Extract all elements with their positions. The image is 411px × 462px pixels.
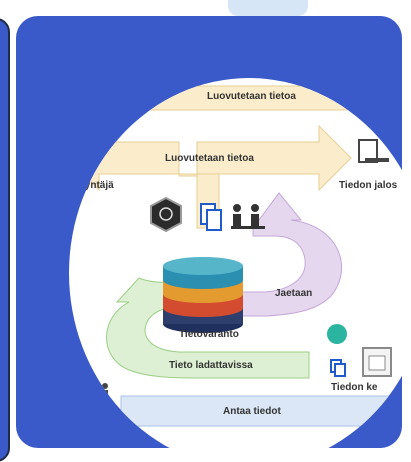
download-label: Tieto ladattavissa [169,360,253,371]
people-desk-icon [231,204,265,229]
diagram-circle: Luovutetaan tietoa Luovutetaan tietoa yö… [69,78,402,448]
documents-icon [200,203,222,231]
left-actor-label: yödyntäjä [69,180,114,191]
diagram-panel: Luovutetaan tietoa Luovutetaan tietoa yö… [16,16,402,448]
diagram-graphics [69,85,392,427]
bottom-data-bar [120,395,390,427]
right-top-label: Tiedon jalos [339,180,398,191]
family-icon [92,379,108,398]
top-background-tab [228,0,308,16]
database-stack-icon [163,257,243,333]
small-document-icon [330,359,346,377]
double-arrow-label: Luovutetaan tietoa [165,153,254,164]
person-icon-left [74,347,80,364]
left-side-panel [0,18,10,462]
teal-info-icon [327,324,347,344]
bottom-right-label: Tiedon ke [331,382,378,393]
hexagon-badge-icon [150,196,182,233]
window-frame-icon [362,347,392,377]
center-label: Tietovaranto [179,329,239,340]
shared-label: Jaetaan [275,288,313,299]
double-arrow-share [69,124,352,229]
monitor-user-icon [358,139,389,163]
top-bar-label: Luovutetaan tietoa [207,91,296,102]
top-share-bar [118,85,380,111]
bottom-bar-label: Antaa tiedot [223,406,281,417]
